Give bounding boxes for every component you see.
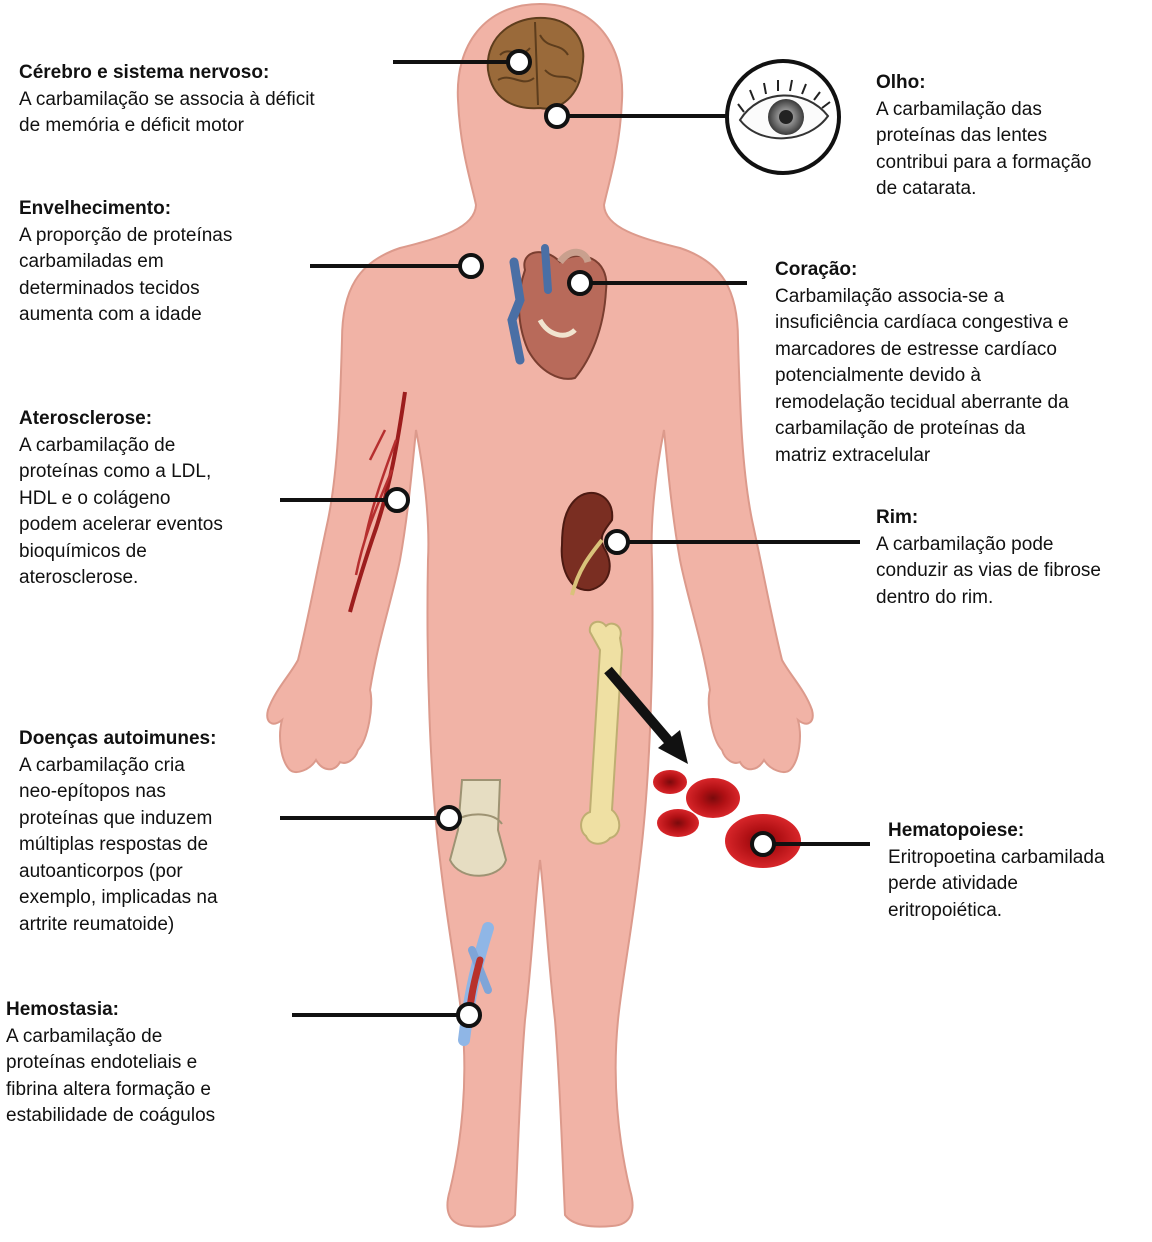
callout-autoimunes: Doenças autoimunes: A carbamilação cria … bbox=[19, 726, 289, 938]
callout-text: Carbamilação associa-se a insuficiência … bbox=[775, 284, 1145, 470]
callout-text: A carbamilação de proteínas endoteliais … bbox=[6, 1024, 286, 1130]
callout-title: Aterosclerose: bbox=[19, 406, 289, 433]
callout-rim: Rim: A carbamilação pode conduzir as via… bbox=[876, 505, 1146, 611]
callout-coracao: Coração: Carbamilação associa-se a insuf… bbox=[775, 257, 1145, 469]
callout-cerebro: Cérebro e sistema nervoso: A carbamilaçã… bbox=[19, 60, 399, 140]
connector-hemostasia bbox=[292, 1004, 480, 1026]
callout-title: Cérebro e sistema nervoso: bbox=[19, 60, 399, 87]
callout-title: Doenças autoimunes: bbox=[19, 726, 289, 753]
callout-aterosclerose: Aterosclerose: A carbamilação de proteín… bbox=[19, 406, 289, 592]
callout-text: A carbamilação pode conduzir as vias de … bbox=[876, 532, 1146, 612]
callout-text: A carbamilação cria neo-epítopos nas pro… bbox=[19, 753, 289, 939]
callout-hemostasia: Hemostasia: A carbamilação de proteínas … bbox=[6, 997, 286, 1130]
callout-title: Envelhecimento: bbox=[19, 196, 309, 223]
callout-title: Hemostasia: bbox=[6, 997, 286, 1024]
callout-title: Rim: bbox=[876, 505, 1146, 532]
callout-olho: Olho: A carbamilação das proteínas das l… bbox=[876, 70, 1146, 203]
callout-envelhecimento: Envelhecimento: A proporção de proteínas… bbox=[19, 196, 309, 329]
callout-text: A carbamilação se associa à déficit de m… bbox=[19, 87, 399, 140]
callout-text: A carbamilação de proteínas como a LDL, … bbox=[19, 433, 289, 592]
connector-hematopoiese bbox=[752, 833, 870, 855]
callout-text: A proporção de proteínas carbamiladas em… bbox=[19, 223, 309, 329]
callout-text: Eritropoetina carbamilada perde atividad… bbox=[888, 845, 1148, 925]
callout-title: Olho: bbox=[876, 70, 1146, 97]
callout-title: Coração: bbox=[775, 257, 1145, 284]
callout-title: Hematopoiese: bbox=[888, 818, 1148, 845]
connector-autoimunes bbox=[280, 807, 460, 829]
callout-hematopoiese: Hematopoiese: Eritropoetina carbamilada … bbox=[888, 818, 1148, 924]
callout-text: A carbamilação das proteínas das lentes … bbox=[876, 97, 1146, 203]
eye-icon bbox=[727, 61, 839, 173]
blood-cells-icon bbox=[653, 770, 801, 868]
body-silhouette bbox=[267, 4, 812, 1227]
